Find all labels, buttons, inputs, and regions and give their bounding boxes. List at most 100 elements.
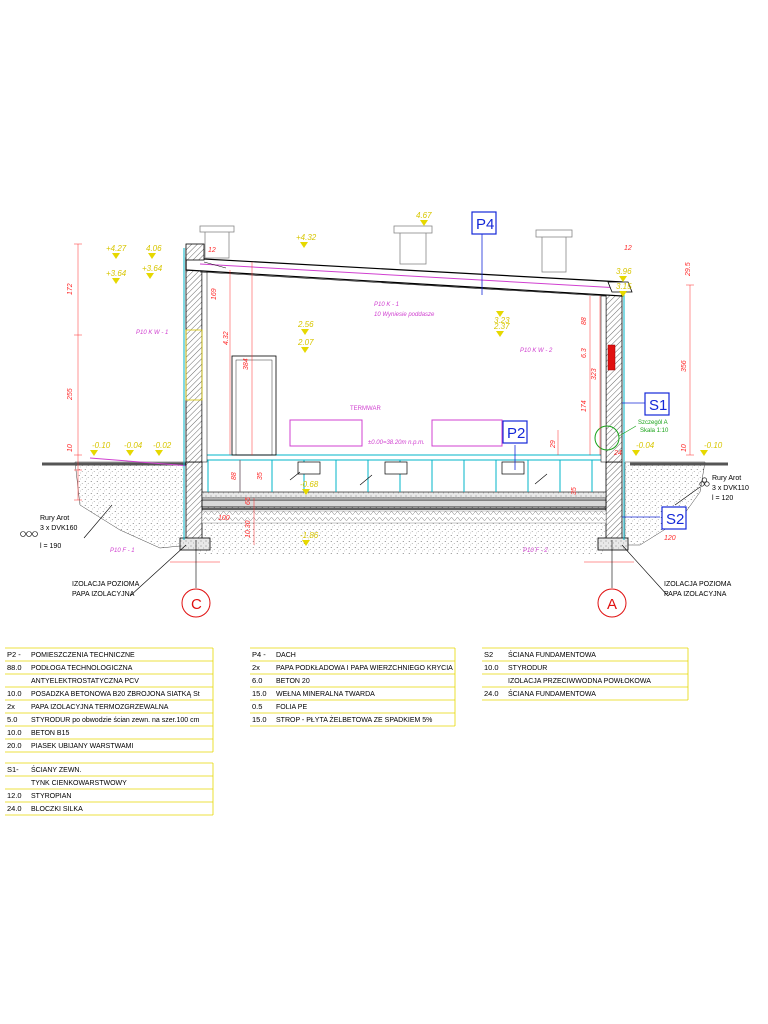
legend-title: ŚCIANA FUNDAMENTOWA xyxy=(508,650,596,659)
interior-elements xyxy=(231,214,660,518)
legend-title: DACH xyxy=(276,652,296,659)
dimension-label: 10 xyxy=(67,444,74,452)
legend-layer: PAPA IZOLACYJNA TERMOZGRZEWALNA xyxy=(31,704,169,711)
tag-p4[interactable]: P4 xyxy=(476,216,494,233)
legend-block-p4: P4 - DACH 2x PAPA PODKŁADOWA I PAPA WIERZCH… xyxy=(250,647,456,727)
note-foundation-left: P10 F - 1 xyxy=(110,548,135,554)
legend-layer: BLOCZKI SILKA xyxy=(31,806,83,813)
legend-title: ŚCIANY ZEWN. xyxy=(31,765,81,774)
dimension-label: 35 xyxy=(571,487,578,495)
legend-layer: IZOLACJA PRZECIWWODNA POWŁOKOWA xyxy=(508,678,651,685)
legend-layer: PAPA PODKŁADOWA I PAPA WIERZCHNIEGO KRYC… xyxy=(276,665,453,672)
legend-thickness: 10.0 xyxy=(7,689,22,698)
legend-code: P4 - xyxy=(252,650,266,659)
pipes-right-title: Rury Arot xyxy=(712,475,741,482)
legend-layer: STYRODUR xyxy=(508,665,547,672)
note-wall-left: P10 K W - 1 xyxy=(136,330,168,336)
pipes-left-spec: 3 x DVK160 xyxy=(40,525,77,532)
elevation-label: -0.10 xyxy=(704,441,723,450)
roof-slab xyxy=(185,243,633,297)
dimension-label: 4.32 xyxy=(223,331,230,345)
note-termwar: TERMWAR xyxy=(350,406,381,412)
elevation-label: -0.04 xyxy=(636,441,655,450)
legend-layer: STYRODUR po obwodzie ścian zewn. na szer… xyxy=(31,717,200,724)
dimension-label: 29.5 xyxy=(685,262,692,277)
note-detail: Szczegól A xyxy=(638,420,668,426)
annotation-leaders xyxy=(83,486,701,597)
note-detail-scale: Skala 1:10 xyxy=(640,428,669,434)
note-roof-sub: 10 Wyniesie poddasze xyxy=(374,312,435,318)
axis-circles xyxy=(181,588,627,618)
elevation-label: 4.67 xyxy=(416,211,432,220)
foundation-left xyxy=(179,461,211,551)
iso-right-line1: IZOLACJA POZIOMA xyxy=(664,581,732,588)
iso-left-line1: IZOLACJA POZIOMA xyxy=(72,581,140,588)
legend-thickness: 20.0 xyxy=(7,741,22,750)
legend-layer: WEŁNA MINERALNA TWARDA xyxy=(276,691,375,698)
elevation-label: +4.32 xyxy=(296,233,317,242)
pipes-right-spec: 3 x DVK110 xyxy=(712,485,749,492)
dimension-lines xyxy=(74,243,694,563)
legend-thickness: 24.0 xyxy=(484,689,499,698)
legend-thickness: 5.0 xyxy=(7,715,17,724)
legend-layer: FOLIA PE xyxy=(276,704,307,711)
elevation-markers xyxy=(90,220,708,546)
legend-thickness: 2x xyxy=(7,702,15,711)
dimension-label: 12 xyxy=(624,245,632,252)
legend-code: S1- xyxy=(7,765,19,774)
iso-left-line2: PAPA IZOLACYJNA xyxy=(72,591,135,598)
dimension-label: 24 xyxy=(613,450,622,457)
pipes-right-length: l = 120 xyxy=(712,495,733,502)
elevation-label: -0.04 xyxy=(124,441,143,450)
tag-s1[interactable]: S1 xyxy=(649,397,667,414)
dimension-label: 356 xyxy=(681,360,688,372)
iso-right-line2: PAPA IZOLACYJNA xyxy=(664,591,727,598)
legend-layer: STROP - PŁYTA ŻELBETOWA ZE SPADKIEM 5% xyxy=(276,715,432,724)
legend-thickness: 15.0 xyxy=(252,689,267,698)
legend-thickness: 15.0 xyxy=(252,715,267,724)
elevation-label: 2.37 xyxy=(493,322,510,331)
note-roof: P10 K - 1 xyxy=(374,302,399,308)
dimension-label: 323 xyxy=(591,368,598,380)
legend-layer: POSADZKA BETONOWA B20 ZBROJONA SIATKĄ St xyxy=(31,691,200,698)
legend-thickness: 2x xyxy=(252,663,260,672)
wall-right xyxy=(600,291,625,463)
dimension-label: 255 xyxy=(67,388,74,401)
legend-layer: ANTYELEKTROSTATYCZNA PCV xyxy=(31,678,139,685)
legend-title: POMIESZCZENIA TECHNICZNE xyxy=(31,652,135,659)
legend-layer: ŚCIANA FUNDAMENTOWA xyxy=(508,689,596,698)
legend-thickness: 6.0 xyxy=(252,676,262,685)
tag-p2[interactable]: P2 xyxy=(507,425,525,442)
floor-level-label: ±0.00=38.20m n.p.m. xyxy=(368,440,425,446)
elevation-label: 4.06 xyxy=(146,244,162,253)
dimension-label: 65 xyxy=(245,497,252,505)
legend-layer: PODŁOGA TECHNOLOGICZNA xyxy=(31,665,133,672)
pipes-left-title: Rury Arot xyxy=(40,515,69,522)
elevation-label: -0.68 xyxy=(300,480,319,489)
dimension-label: 6.3 xyxy=(581,348,588,358)
legend-layer: BETON 20 xyxy=(276,678,310,685)
roof-vents xyxy=(199,225,573,273)
legend-code: P2 - xyxy=(7,650,21,659)
elevation-label: 3.15 xyxy=(616,282,632,291)
dimension-label: 10.30 xyxy=(245,520,252,538)
dimension-label: 88 xyxy=(581,317,588,325)
elevation-label: -0.10 xyxy=(92,441,111,450)
dimension-label: 12 xyxy=(208,247,216,254)
dimension-label: 100 xyxy=(218,515,230,522)
axis-label-c: C xyxy=(191,596,202,613)
tag-s2[interactable]: S2 xyxy=(666,511,684,528)
pipes-left-length: l = 190 xyxy=(40,543,61,550)
dimension-label: 169 xyxy=(211,288,218,300)
legend-code: S2 xyxy=(484,650,493,659)
legend-layer: PIASEK UBIJANY WARSTWAMI xyxy=(31,743,133,750)
legend-thickness: 10.0 xyxy=(484,663,499,672)
elevation-label: 3.23 xyxy=(494,316,510,325)
dimension-label: 29 xyxy=(550,440,557,449)
section-tag-boxes xyxy=(471,211,687,530)
dimension-label: 10 xyxy=(681,444,688,452)
